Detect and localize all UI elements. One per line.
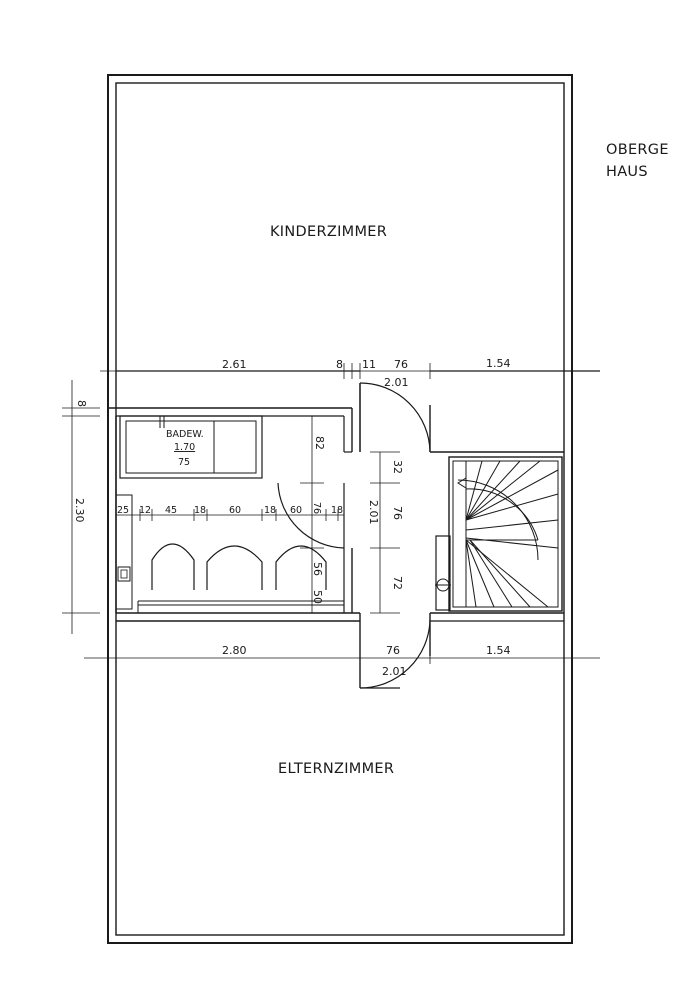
dim-bath-45: 45 (165, 505, 177, 516)
dim-bath-18-b: 18 (264, 505, 276, 516)
bathtub-label: BADEW. (166, 429, 204, 440)
room-label-elternzimmer: ELTERNZIMMER (278, 761, 394, 777)
title-line-1: OBERGE (606, 142, 669, 158)
lower-partition-wall (116, 612, 564, 688)
room-label-kinderzimmer: KINDERZIMMER (270, 224, 387, 240)
dim-bath-25: 25 (117, 505, 129, 516)
dim-bath-18-a: 18 (194, 505, 206, 516)
dim-top-2-01: 2.01 (384, 376, 409, 389)
dim-mid-72: 72 (391, 576, 404, 590)
dim-bath-76: 76 (311, 502, 322, 514)
dim-mid-76: 76 (391, 506, 404, 520)
dim-mid-2-01: 2.01 (367, 500, 380, 525)
dim-left-2-30: 2.30 (73, 498, 86, 523)
dim-top-8: 8 (336, 358, 343, 371)
bathroom (107, 408, 353, 621)
title-line-2: HAUS (606, 164, 648, 180)
dim-mid-32: 32 (391, 460, 404, 474)
bathtub (119, 415, 263, 479)
dim-bottom-1-54: 1.54 (486, 644, 511, 657)
dim-top-11: 11 (362, 358, 376, 371)
dim-mid-82: 82 (313, 436, 326, 450)
dim-mid-50: 50 (311, 590, 324, 604)
bathtub-length: 1.70 (174, 442, 195, 453)
dim-bottom-2-01: 2.01 (382, 665, 407, 678)
staircase (435, 456, 563, 612)
dim-top-2-61: 2.61 (222, 358, 247, 371)
dim-mid-56: 56 (311, 562, 324, 576)
dim-left-8: 8 (75, 400, 88, 407)
dim-bath-18-c: 18 (331, 505, 343, 516)
dimension-lines (62, 363, 600, 664)
dim-bath-60-a: 60 (229, 505, 241, 516)
dim-bottom-2-80: 2.80 (222, 644, 247, 657)
dim-bath-12: 12 (139, 505, 151, 516)
dim-bottom-76: 76 (386, 644, 400, 657)
dim-bath-60-b: 60 (290, 505, 302, 516)
dim-top-76: 76 (394, 358, 408, 371)
dim-top-1-54: 1.54 (486, 357, 511, 370)
doors (277, 382, 431, 689)
bathtub-width: 75 (178, 457, 190, 468)
